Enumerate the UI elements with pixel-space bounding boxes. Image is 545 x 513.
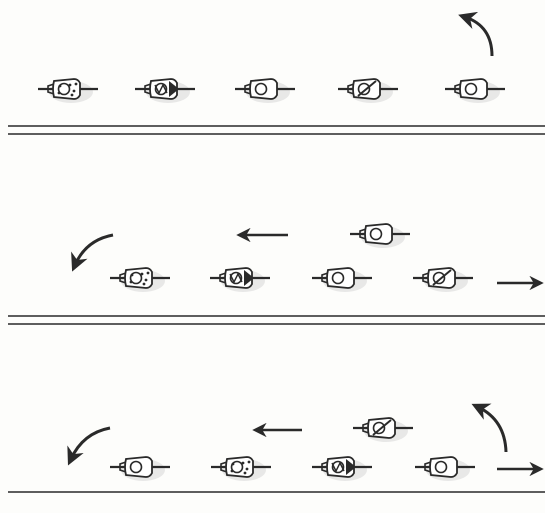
- curved-arrow-up: [458, 11, 494, 57]
- cyclist-slash: [413, 267, 473, 292]
- curved-arrow-up: [471, 403, 508, 453]
- cyclist-dots: [211, 456, 271, 481]
- cyclist-plain: [110, 456, 170, 481]
- cyclist-plain: [235, 78, 295, 103]
- cyclist-plain: [445, 78, 505, 103]
- curved-arrow-down-left: [71, 233, 114, 272]
- road-lines: [8, 125, 545, 493]
- cyclist-stripes-fill: [312, 456, 372, 481]
- cyclist-dots: [38, 78, 98, 103]
- cyclist-dots: [110, 267, 170, 292]
- curved-arrow-down-left: [67, 426, 111, 466]
- motion-arrows: [67, 11, 544, 477]
- cyclist-plain: [312, 267, 372, 292]
- cyclist-slash-lifted: [353, 417, 413, 442]
- cyclist-slash: [338, 78, 398, 103]
- cyclist-plain: [415, 456, 475, 481]
- cyclists: [38, 78, 505, 481]
- cyclist-plain-lifted: [350, 223, 410, 248]
- cyclist-stripes-fill: [135, 78, 195, 103]
- cyclist-stripes-fill: [210, 267, 270, 292]
